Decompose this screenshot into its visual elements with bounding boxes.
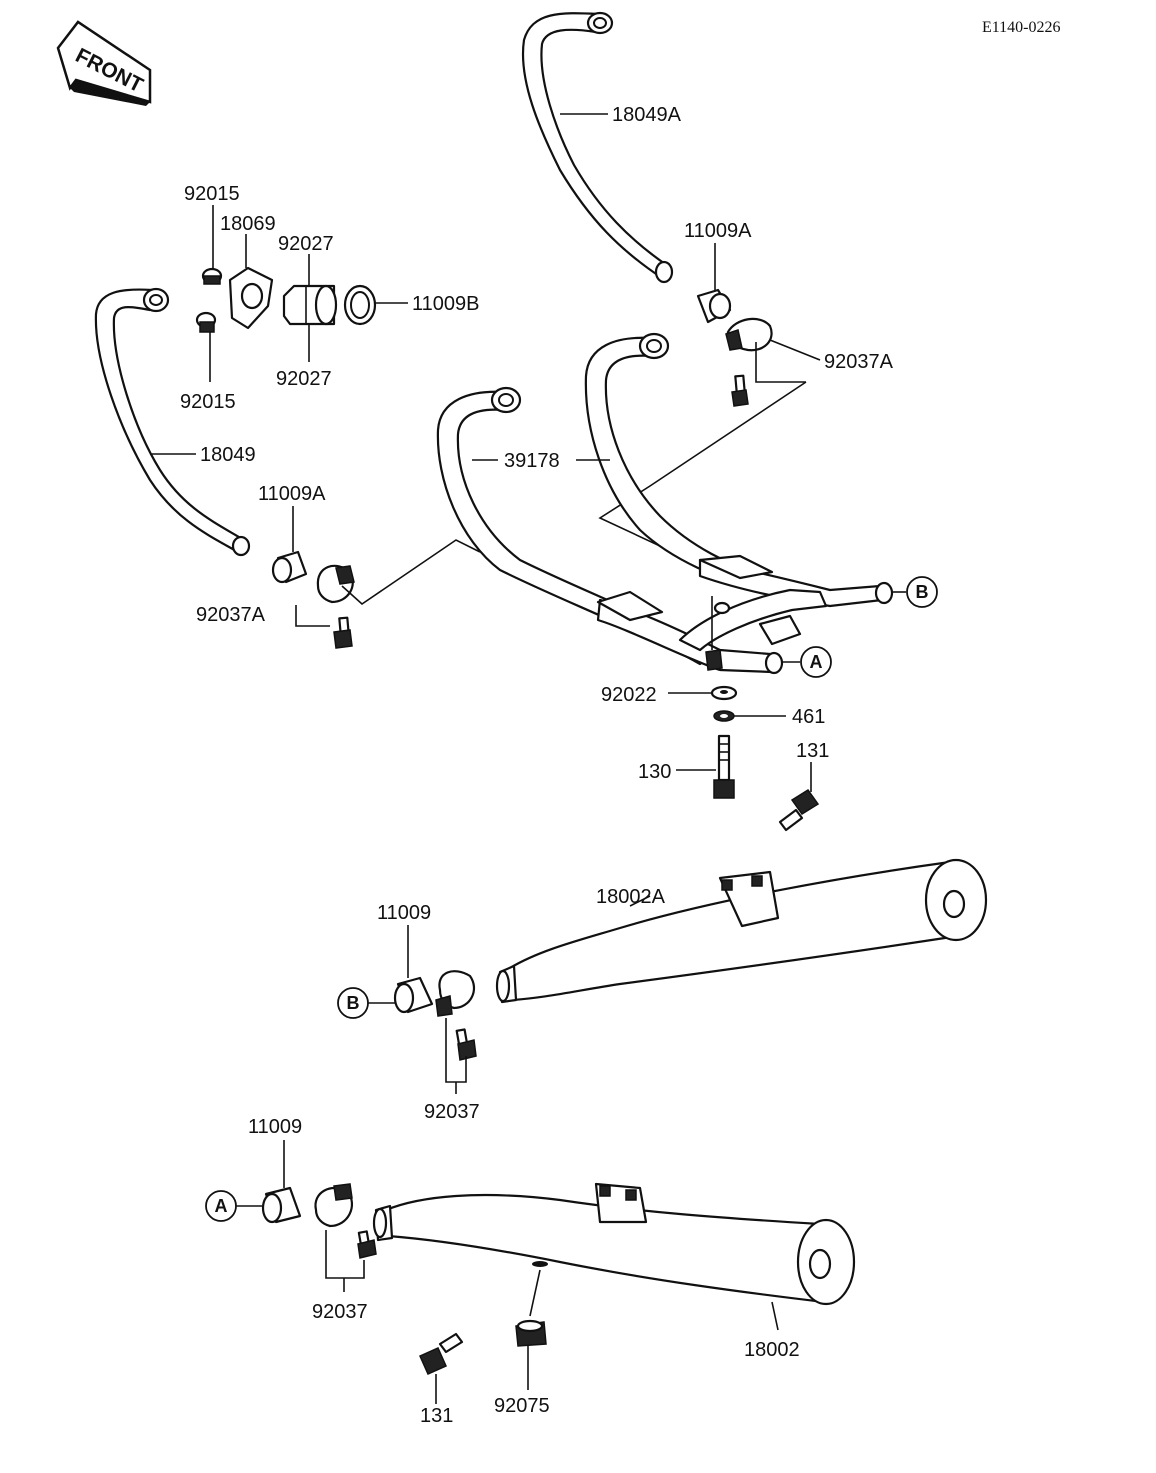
collar-11009a-left bbox=[271, 550, 308, 584]
ref-circle-a-bottom: A bbox=[205, 1190, 262, 1222]
document-id: E1140-0226 bbox=[982, 19, 1061, 36]
flange-18069 bbox=[228, 266, 274, 330]
bolt-131-top bbox=[778, 788, 820, 832]
nut-92015-top bbox=[201, 267, 223, 285]
front-arrow-icon: FRONT bbox=[56, 20, 152, 106]
label-461: 461 bbox=[792, 706, 825, 728]
label-11009-mid: 11009 bbox=[377, 902, 431, 924]
muffler-18002 bbox=[372, 1182, 856, 1306]
label-92037-mid: 92037 bbox=[424, 1101, 480, 1123]
gasket-11009b bbox=[343, 284, 377, 326]
holder-92027 bbox=[282, 284, 338, 326]
exhaust-pipe-18049a bbox=[521, 11, 674, 284]
exhaust-pipe-assembly-39178 bbox=[436, 332, 894, 675]
label-92075: 92075 bbox=[494, 1395, 550, 1417]
label-18002a: 18002A bbox=[596, 886, 666, 908]
label-18049: 18049 bbox=[200, 444, 256, 466]
exhaust-pipe-18049 bbox=[94, 287, 251, 557]
label-92015-top: 92015 bbox=[184, 183, 240, 205]
label-11009b: 11009B bbox=[412, 293, 479, 315]
clamp-92037-bottom bbox=[314, 1183, 377, 1259]
collar-11009-mid bbox=[393, 976, 434, 1014]
ref-b-top-label: B bbox=[916, 582, 929, 602]
ref-a-bottom-label: A bbox=[215, 1196, 228, 1216]
label-131-top: 131 bbox=[796, 740, 829, 762]
ref-circle-b-top: B bbox=[892, 576, 938, 608]
ref-circle-b-mid: B bbox=[337, 987, 396, 1019]
label-92037a-left: 92037A bbox=[196, 604, 266, 626]
nut-92015-bottom bbox=[195, 311, 217, 333]
bolt-131-bottom bbox=[419, 1332, 464, 1375]
label-130: 130 bbox=[638, 761, 671, 783]
label-92022: 92022 bbox=[601, 684, 657, 706]
label-18049a: 18049A bbox=[612, 104, 682, 126]
ref-b-mid-label: B bbox=[347, 993, 360, 1013]
label-92037a-top: 92037A bbox=[824, 351, 894, 373]
nut-92075 bbox=[515, 1319, 547, 1347]
label-18069: 18069 bbox=[220, 213, 276, 235]
label-11009a-left: 11009A bbox=[258, 483, 326, 505]
label-11009-bottom: 11009 bbox=[248, 1116, 302, 1138]
collar-11009a-top bbox=[696, 288, 732, 324]
label-11009a-top: 11009A bbox=[684, 220, 752, 242]
label-92027-top: 92027 bbox=[278, 233, 334, 255]
clamp-92037a-left bbox=[316, 564, 355, 649]
label-92015-bottom: 92015 bbox=[180, 391, 236, 413]
washer-461 bbox=[713, 710, 735, 722]
ref-a-top-label: A bbox=[810, 652, 823, 672]
label-131-bottom: 131 bbox=[420, 1405, 453, 1427]
clamp-92037a-top bbox=[725, 317, 773, 407]
label-39178: 39178 bbox=[504, 450, 560, 472]
label-92027-bottom: 92027 bbox=[276, 368, 332, 390]
ref-circle-a-top: A bbox=[782, 646, 832, 678]
muffler-18002a bbox=[495, 858, 988, 1004]
washer-92022 bbox=[710, 685, 738, 701]
bolt-130 bbox=[713, 734, 735, 799]
collar-11009-bottom bbox=[261, 1186, 302, 1224]
clamp-92037-mid bbox=[435, 970, 477, 1061]
label-18002: 18002 bbox=[744, 1339, 800, 1361]
label-92037-bottom: 92037 bbox=[312, 1301, 368, 1323]
